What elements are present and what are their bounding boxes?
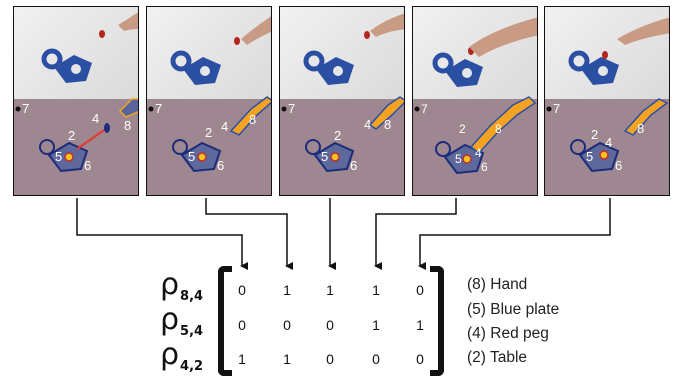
- label-4: 4: [221, 119, 228, 134]
- matrix-cell: 1: [416, 317, 424, 333]
- hand: [118, 12, 138, 31]
- scene-photo: [280, 7, 404, 99]
- matrix-row-label: ρ5,4: [160, 302, 204, 340]
- label-7: 7: [155, 101, 162, 116]
- frame-graphics: 7 4 8 2 5 6: [414, 17, 537, 175]
- hand: [469, 17, 537, 57]
- hand-segment: [118, 98, 138, 118]
- label-6: 6: [217, 158, 224, 173]
- label-6: 6: [481, 160, 488, 174]
- label-5: 5: [455, 152, 462, 166]
- matrix-cell: 0: [416, 282, 424, 298]
- red-peg: [234, 37, 240, 45]
- label-7: 7: [22, 101, 29, 116]
- label-2: 2: [334, 128, 341, 143]
- label-5: 5: [586, 149, 593, 164]
- arrow-frame-4: [374, 198, 457, 270]
- label-7: 7: [553, 101, 560, 116]
- matrix-cell: 1: [326, 282, 334, 298]
- label-4: 4: [605, 135, 612, 150]
- hand-segment: [368, 96, 404, 130]
- label-6: 6: [84, 158, 91, 173]
- matrix-cell: 0: [326, 317, 334, 333]
- red-peg: [602, 51, 608, 59]
- blue-plate: [303, 50, 354, 85]
- label-6: 6: [615, 158, 622, 173]
- frame-1: 7 4 8 2 5 6: [13, 6, 139, 196]
- matrix-row-label: ρ4,2: [160, 337, 204, 375]
- hand-segment: [623, 98, 669, 136]
- label-6: 6: [350, 158, 357, 173]
- hand: [617, 17, 669, 45]
- label-2: 2: [68, 128, 75, 143]
- frame-graphics: 7 4 8 2 5 6: [546, 17, 669, 173]
- label-4: 4: [364, 117, 371, 132]
- frame-2: 7 4 8 2 5 6: [146, 6, 272, 196]
- matrix-cell: 0: [326, 351, 334, 367]
- label-7: 7: [288, 101, 295, 116]
- frame-5: 7 4 8 2 5 6: [544, 6, 670, 196]
- frame-graphics: 7 4 8 2 5 6: [148, 16, 271, 173]
- matrix-cell: 1: [372, 282, 380, 298]
- label-8: 8: [384, 117, 391, 132]
- blue-plate: [568, 50, 619, 85]
- matrix-cell: 0: [238, 282, 246, 298]
- label-7: 7: [421, 102, 428, 116]
- matrix-left-bracket: [218, 266, 232, 376]
- frame-graphics: 7 4 8 2 5 6: [15, 12, 138, 173]
- label-5: 5: [188, 149, 195, 164]
- arrow-frame-5: [418, 198, 611, 270]
- label-8: 8: [495, 122, 502, 136]
- hand-segment: [469, 96, 537, 155]
- legend-blue-plate: (5) Blue plate: [467, 301, 560, 318]
- label-8: 8: [637, 121, 644, 136]
- blue-plate: [41, 48, 92, 83]
- scene-photo: [14, 7, 138, 99]
- hand-segment: [229, 96, 271, 136]
- matrix-cell: 0: [416, 351, 424, 367]
- label-8: 8: [249, 112, 256, 127]
- matrix-cell: 1: [283, 282, 291, 298]
- matrix-row-label: ρ8,4: [160, 267, 204, 305]
- frame-graphics: 7 4 8 2 5 6: [281, 13, 404, 173]
- label-4: 4: [475, 146, 482, 160]
- arrow-frame-2: [205, 198, 293, 270]
- frame-4: 7 4 8 2 5 6: [412, 6, 538, 196]
- label-2: 2: [205, 125, 212, 140]
- frame-3: 7 4 8 2 5 6: [279, 6, 405, 196]
- label-5: 5: [55, 149, 62, 164]
- label-8: 8: [124, 118, 131, 133]
- hand: [241, 16, 271, 45]
- label-2: 2: [459, 122, 466, 136]
- scene-photo: [147, 7, 271, 99]
- legend-red-peg: (4) Red peg: [467, 325, 549, 342]
- legend-table: (2) Table: [467, 349, 528, 366]
- blue-plate: [170, 50, 221, 85]
- blue-plate: [432, 52, 483, 87]
- matrix-cell: 0: [283, 317, 291, 333]
- red-peg: [99, 30, 105, 38]
- matrix-cell: 1: [372, 317, 380, 333]
- label-2: 2: [591, 127, 598, 142]
- red-peg: [364, 31, 370, 39]
- legend-hand: (8) Hand: [467, 276, 528, 293]
- relation-line: [76, 127, 108, 150]
- matrix-cell: 0: [372, 351, 380, 367]
- label-4: 4: [92, 111, 99, 126]
- matrix-cell: 0: [238, 317, 246, 333]
- matrix-cell: 1: [238, 351, 246, 367]
- matrix-cell: 1: [283, 351, 291, 367]
- arrow-frame-1: [76, 198, 248, 270]
- matrix-right-bracket: [430, 266, 444, 376]
- hand: [370, 13, 404, 37]
- plate-outline: [578, 141, 620, 173]
- label-5: 5: [321, 149, 328, 164]
